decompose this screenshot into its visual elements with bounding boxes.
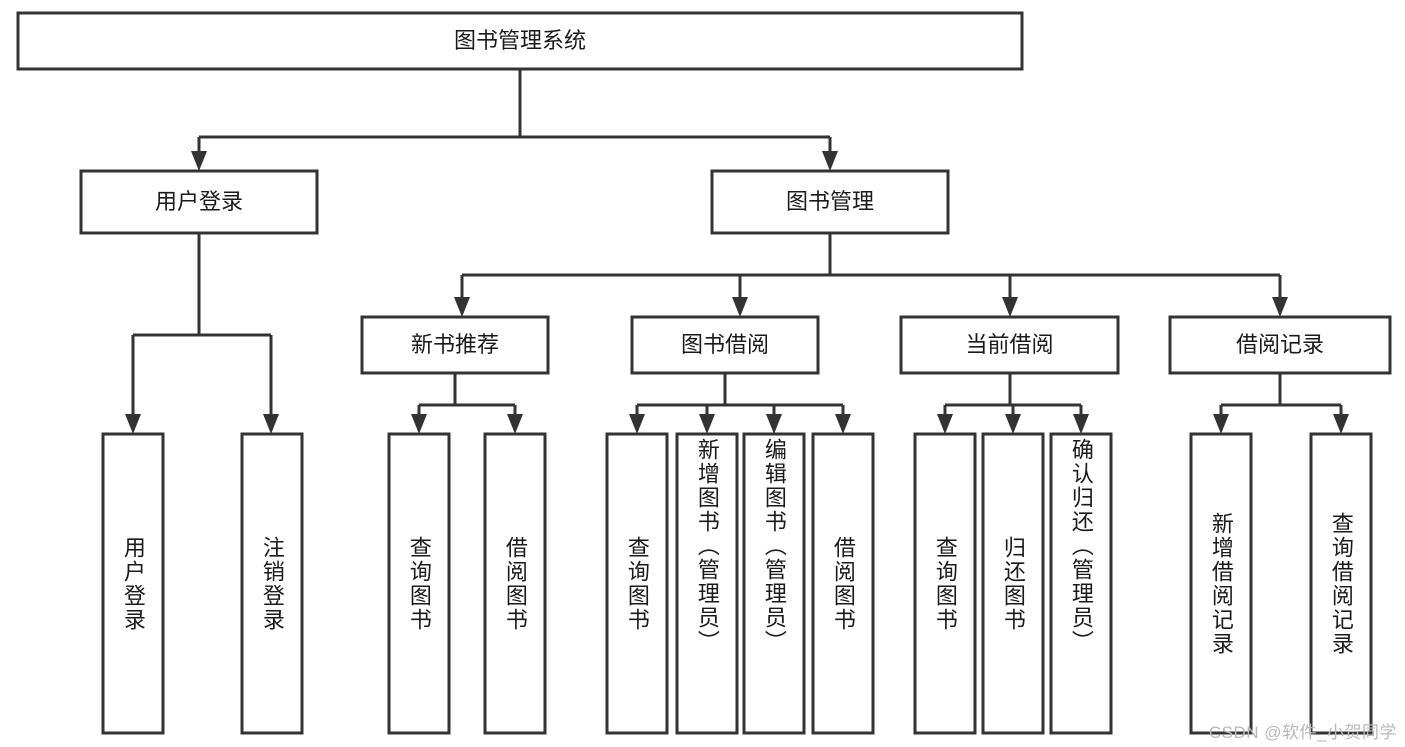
node-new-book-rec-box[interactable] [360,315,550,375]
node-leaf-confirm-return-box[interactable] [1049,432,1113,735]
user-login-to-leaves-arrow-0 [125,414,141,434]
node-current-borrow-box[interactable] [899,315,1120,375]
node-borrow-record-label: 借阅记录 [1236,332,1324,357]
root-to-level2-arrow-0 [191,151,207,171]
node-root-label: 图书管理系统 [454,28,586,53]
current-borrow-to-leaves-arrow-1 [1005,414,1021,434]
node-root-box[interactable] [16,11,1024,71]
node-leaf-add-book-box[interactable] [675,432,739,735]
connectors-layer [125,69,1349,434]
book-borrow-to-leaves-arrow-3 [835,414,851,434]
node-leaf-borrow-book-rec-box[interactable] [483,432,547,735]
borrow-record-to-leaves-arrow-0 [1213,414,1229,434]
new-book-rec-to-leaves-arrow-0 [411,414,427,434]
book-manage-to-level3-arrow-3 [1272,297,1288,317]
node-borrow-record-box[interactable] [1168,315,1392,375]
node-book-borrow-box[interactable] [630,315,820,375]
watermark-text: CSDN @软件_小贺同学 [1208,723,1397,742]
boxes-layer [16,11,1392,735]
node-book-manage-label: 图书管理 [786,189,874,214]
node-leaf-user-login-box[interactable] [101,432,165,735]
book-manage-to-level3-arrow-2 [1002,297,1018,317]
node-user-login-box[interactable] [79,169,319,235]
node-leaf-query-record-box[interactable] [1309,432,1373,735]
book-borrow-to-leaves-arrow-2 [766,414,782,434]
node-leaf-logout-box[interactable] [240,432,304,735]
user-login-to-leaves-arrow-1 [263,414,279,434]
node-leaf-query-book-cb-box[interactable] [913,432,977,735]
book-borrow-to-leaves-arrow-0 [629,414,645,434]
node-leaf-query-book-rec-box[interactable] [387,432,451,735]
node-leaf-return-book-box[interactable] [981,432,1045,735]
node-leaf-borrow-book-bb-box[interactable] [811,432,875,735]
book-manage-to-level3-arrow-0 [454,297,470,317]
current-borrow-to-leaves-arrow-2 [1073,414,1089,434]
node-book-manage-box[interactable] [710,169,950,235]
node-leaf-add-record-box[interactable] [1189,432,1253,735]
node-user-login-label: 用户登录 [155,189,243,214]
node-current-borrow-label: 当前借阅 [965,332,1053,357]
root-to-level2-arrow-1 [822,151,838,171]
new-book-rec-to-leaves-arrow-1 [507,414,523,434]
current-borrow-to-leaves-arrow-0 [937,414,953,434]
node-book-borrow-label: 图书借阅 [681,332,769,357]
borrow-record-to-leaves-arrow-1 [1333,414,1349,434]
node-new-book-rec-label: 新书推荐 [411,332,499,357]
node-leaf-query-book-bb-box[interactable] [605,432,669,735]
node-leaf-edit-book-box[interactable] [742,432,806,735]
book-borrow-to-leaves-arrow-1 [699,414,715,434]
book-manage-to-level3-arrow-1 [732,297,748,317]
